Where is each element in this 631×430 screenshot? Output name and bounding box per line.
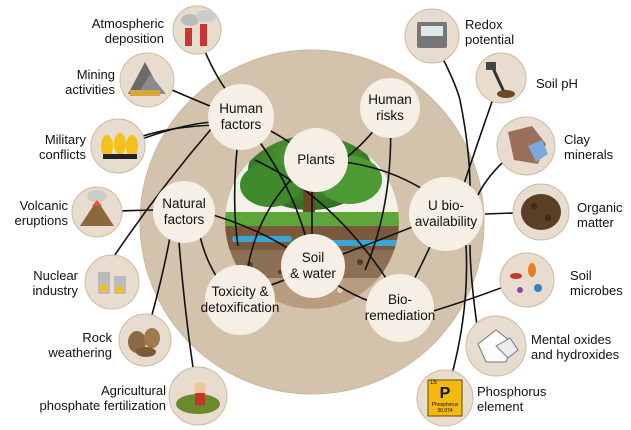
- toxicity-line1: Toxicity &: [211, 284, 269, 299]
- atmospheric-line1: Atmospheric: [91, 16, 164, 31]
- natural-factors-line2: factors: [163, 212, 205, 227]
- label-volcanic-eruptions: Volcanic eruptions: [0, 198, 68, 228]
- label-natural-factors: Natural factors: [149, 196, 219, 228]
- label-bioremediation: Bio- remediation: [360, 292, 440, 324]
- label-soil-ph: Soil pH: [536, 76, 616, 91]
- label-atmospheric-deposition: Atmospheric deposition: [52, 16, 164, 46]
- organic-line2: matter: [577, 215, 614, 230]
- label-plants: Plants: [281, 152, 351, 168]
- clay-line2: minerals: [564, 147, 614, 162]
- label-human-risks: Human risks: [355, 92, 425, 124]
- node-human-risks: [360, 78, 420, 138]
- volcanic-line1: Volcanic: [19, 198, 68, 213]
- agricultural-line2: phosphate fertilization: [39, 398, 166, 413]
- label-mental-oxides: Mental oxides and hydroxides: [531, 332, 631, 362]
- node-human-factors: [208, 84, 274, 150]
- clay-line1: Clay: [564, 132, 591, 147]
- phosphorus-line2: element: [477, 399, 524, 414]
- oxides-line1: Mental oxides: [531, 332, 612, 347]
- redox-line2: potential: [465, 32, 515, 47]
- soil-ph-line1: Soil pH: [536, 76, 578, 91]
- node-plants: [284, 128, 348, 192]
- soil-water-line2: & water: [290, 266, 336, 281]
- phosphorus-tile-mass: 30.974: [437, 408, 453, 414]
- soil-water-line1: Soil: [301, 250, 325, 265]
- phosphorus-tile-name: Phosphorus: [431, 402, 459, 408]
- microbes-icon: [499, 252, 555, 308]
- u-bioavailability-line2: availability: [414, 214, 478, 229]
- phosphorus-line1: Phosphorus: [477, 384, 547, 399]
- volcanic-line2: eruptions: [14, 213, 68, 228]
- bioremediation-line1: Bio-: [387, 292, 412, 307]
- u-bioavailability-line1: U bio-: [427, 198, 464, 213]
- bioremediation-line2: remediation: [364, 308, 436, 323]
- nuclear-line2: industry: [32, 283, 78, 298]
- mining-line2: activities: [65, 82, 115, 97]
- label-soil-water: Soil & water: [278, 250, 348, 282]
- label-organic-matter: Organic matter: [577, 200, 631, 230]
- military-line1: Military: [44, 132, 86, 147]
- redox-line1: Redox: [465, 17, 503, 32]
- nuclear-plant-icon: [84, 254, 140, 310]
- human-risks-line2: risks: [376, 108, 404, 123]
- label-redox-potential: Redox potential: [465, 17, 555, 47]
- node-natural-factors: [153, 181, 215, 243]
- phosphorus-tile-symbol: P: [439, 385, 451, 402]
- node-bioremediation: [366, 274, 434, 342]
- rock-line1: Rock: [82, 330, 112, 345]
- label-soil-microbes: Soil microbes: [570, 268, 630, 298]
- oxides-line2: and hydroxides: [531, 347, 620, 362]
- label-mining-activities: Mining activities: [0, 67, 115, 97]
- label-toxicity: Toxicity & detoxification: [198, 284, 282, 316]
- icon-glyphs: [80, 10, 561, 417]
- label-rock-weathering: Rock weathering: [0, 330, 112, 360]
- label-clay-minerals: Clay minerals: [564, 132, 630, 162]
- microbes-line2: microbes: [570, 283, 623, 298]
- human-factors-line2: factors: [220, 117, 262, 132]
- human-factors-line1: Human: [219, 101, 263, 116]
- microbes-line1: Soil: [570, 268, 592, 283]
- atmospheric-line2: deposition: [104, 31, 164, 46]
- label-human-factors: Human factors: [206, 101, 276, 133]
- phosphorus-tile-number: 15: [430, 380, 437, 386]
- toxicity-line2: detoxification: [200, 300, 280, 315]
- node-u-bioavailability: [409, 177, 483, 251]
- inner-nodes: [153, 78, 483, 342]
- label-u-bioavailability: U bio- availability: [406, 198, 486, 230]
- nuclear-line1: Nuclear: [33, 268, 78, 283]
- node-toxicity: [205, 265, 275, 335]
- label-nuclear-industry: Nuclear industry: [0, 268, 78, 298]
- mining-line1: Mining: [76, 67, 115, 82]
- plants-line1: Plants: [297, 152, 335, 167]
- military-line2: conflicts: [39, 147, 86, 162]
- label-agricultural-phosphate: Agricultural phosphate fertilization: [0, 383, 166, 413]
- label-phosphorus-element: Phosphorus element: [477, 384, 577, 414]
- organic-line1: Organic: [577, 200, 623, 215]
- agricultural-line1: Agricultural: [100, 383, 166, 398]
- human-risks-line1: Human: [368, 92, 412, 107]
- node-soil-water: [281, 234, 345, 298]
- natural-factors-line1: Natural: [162, 196, 206, 211]
- rock-line2: weathering: [48, 345, 112, 360]
- label-military-conflicts: Military conflicts: [0, 132, 86, 162]
